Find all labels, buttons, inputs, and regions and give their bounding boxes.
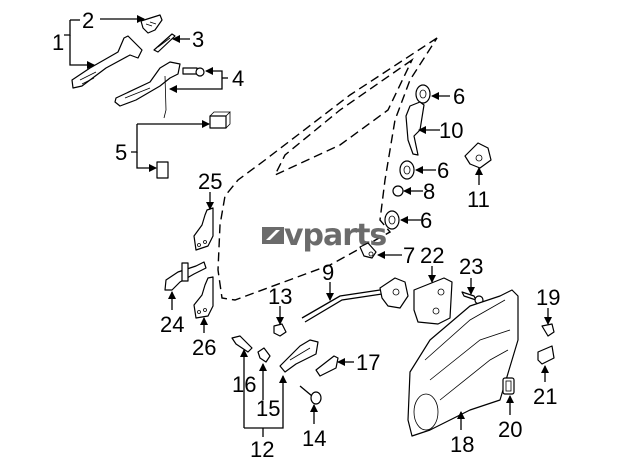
callout-6c: 6 [420,208,432,233]
callout-9: 9 [322,260,334,285]
part-5-clip-lower [156,161,169,179]
part-6-grommet-a [415,84,431,104]
callout-13: 13 [268,284,292,309]
callout-19: 19 [536,285,560,310]
part-9-rod-latch [301,277,409,323]
part-6-grommet-c [384,210,400,230]
callout-21: 21 [533,384,557,409]
callout-17: 17 [356,350,380,375]
callout-22: 22 [420,243,444,268]
callout-4: 4 [232,66,244,91]
part-3-bezel [153,33,176,53]
part-4-handle-frame [114,61,181,119]
callout-12: 12 [250,437,274,462]
door-outline [217,37,438,301]
callout-8: 8 [423,179,435,204]
callout-7: 7 [403,243,415,268]
callout-25: 25 [198,169,222,194]
callout-labels: 1 2 3 4 5 6 6 6 7 8 9 10 11 12 13 14 15 … [52,8,560,462]
part-12-inner-handle [279,339,319,373]
leader-lines [64,15,552,437]
part-2-handle-cap [140,14,163,34]
callout-10: 10 [439,118,463,143]
callout-2: 2 [82,8,94,33]
part-15-clip [257,347,271,363]
callout-6a: 6 [453,84,465,109]
part-11-striker [464,142,492,169]
callout-1: 1 [52,30,64,55]
part-20-seal [502,377,515,395]
part-18-door-module [407,289,519,437]
callout-15: 15 [256,396,280,421]
part-10-bracket [405,101,425,156]
callout-16: 16 [232,372,256,397]
callout-26: 26 [192,335,216,360]
part-22-module [413,277,453,325]
part-26-lower-hinge [193,276,214,319]
part-5-clip-upper [209,111,231,129]
part-25-upper-hinge [193,207,214,251]
callout-24: 24 [160,312,184,337]
callout-11: 11 [467,187,490,212]
part-19-clip [541,323,555,337]
part-16-bolt [231,335,253,353]
callout-6b: 6 [437,158,449,183]
part-4-bolt [182,67,205,77]
callout-3: 3 [192,27,204,52]
callout-5: 5 [115,140,127,165]
part-8-plug [392,185,404,197]
watermark: vparts [262,218,387,253]
callout-20: 20 [498,417,522,442]
part-14-screw [299,385,322,405]
part-13-nut [273,323,287,337]
part-6-grommet-b [399,160,415,180]
callout-14: 14 [302,426,326,451]
part-24-check-strap [164,261,207,291]
part-21-cover [537,345,555,365]
part-7-bushing [359,242,377,259]
part-1-outer-handle [71,35,143,89]
callout-23: 23 [459,254,483,279]
part-17-pull-cup [315,355,339,377]
callout-18: 18 [450,432,474,457]
